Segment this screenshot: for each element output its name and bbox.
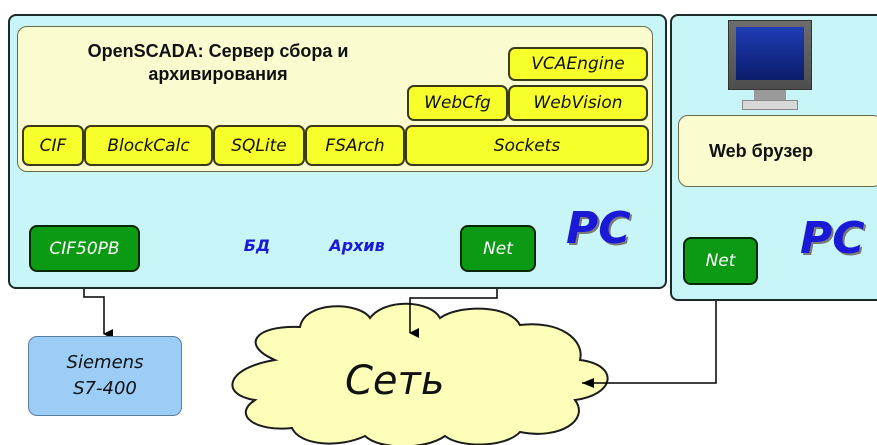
siemens-label-line1: Siemens	[66, 352, 144, 373]
web-browser-label: Web брузер	[709, 140, 814, 161]
network-label: Сеть	[345, 358, 445, 404]
module-sockets[interactable]: Sockets	[405, 125, 649, 166]
monitor-icon	[728, 20, 814, 112]
device-net-client[interactable]: Net	[683, 237, 758, 285]
module-webvision[interactable]: WebVision	[508, 85, 648, 121]
module-cif[interactable]: CIF	[22, 125, 84, 166]
siemens-label-line2: S7-400	[73, 378, 137, 399]
device-archive-label: Архив	[329, 236, 385, 255]
pc-label-client: PC	[800, 213, 865, 264]
network-cloud	[231, 302, 609, 445]
device-net-server[interactable]: Net	[460, 225, 536, 272]
web-browser-box[interactable]: Web брузер	[678, 115, 877, 187]
server-title: OpenSCADA: Сервер сбора и архивирования	[28, 40, 408, 86]
module-fsarch[interactable]: FSArch	[305, 125, 405, 166]
module-webcfg[interactable]: WebCfg	[407, 85, 508, 121]
pc-label-server: PC	[566, 203, 631, 254]
device-cif50pb[interactable]: CIF50PB	[29, 225, 140, 272]
module-blockcalc[interactable]: BlockCalc	[84, 125, 213, 166]
server-title-line2: архивирования	[148, 64, 288, 84]
device-db-label: БД	[243, 236, 271, 255]
server-title-line1: OpenSCADA: Сервер сбора и	[87, 41, 349, 61]
siemens-plc-box[interactable]: Siemens S7-400	[28, 336, 182, 416]
module-sqlite[interactable]: SQLite	[213, 125, 305, 166]
module-vcaengine[interactable]: VCAEngine	[508, 47, 648, 81]
